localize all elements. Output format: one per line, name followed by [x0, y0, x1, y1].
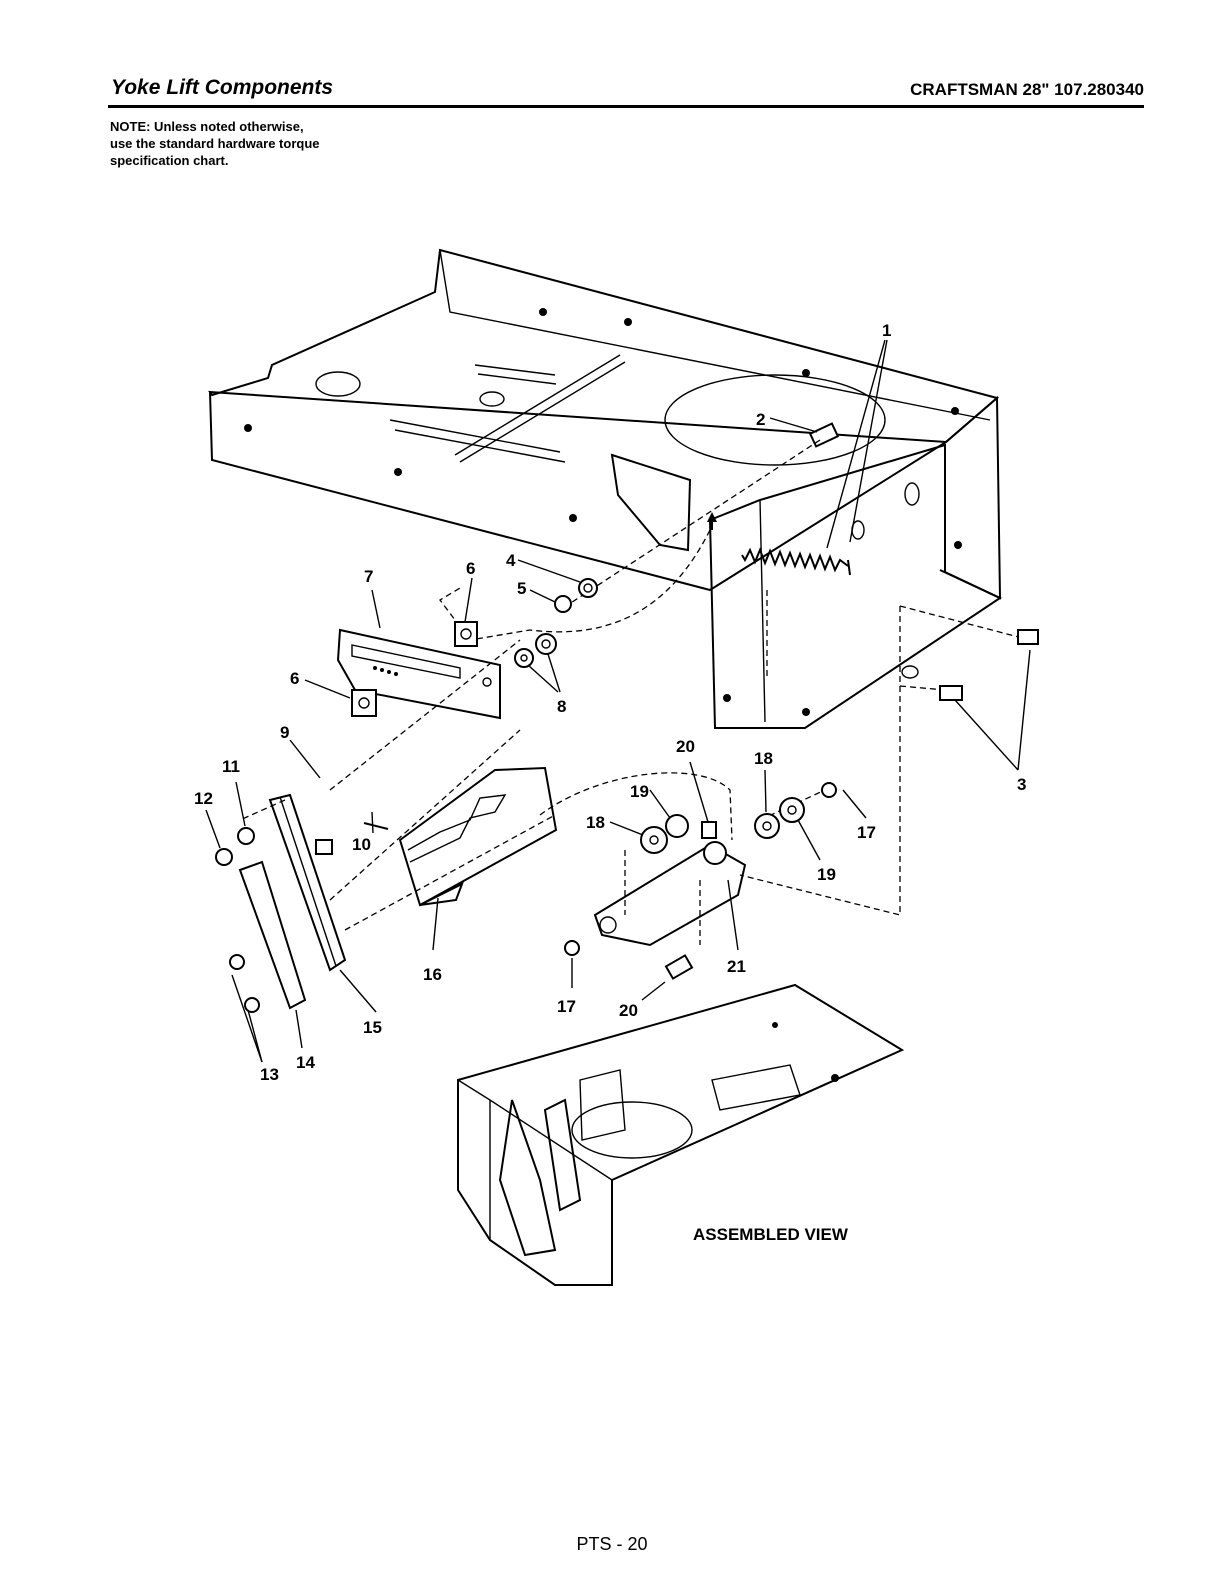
bolt-part-2 — [808, 422, 840, 448]
frame-slot-1 — [389, 419, 566, 463]
nut-part-17b — [564, 940, 580, 956]
nut-part-17a — [821, 782, 837, 798]
callout-14: 14 — [296, 1053, 315, 1072]
bolt-part-3b — [939, 685, 963, 701]
callout-numbers: 1 2 3 4 5 6 6 7 8 9 10 11 12 13 14 15 16… — [194, 321, 1026, 1084]
plate-part-7 — [336, 628, 501, 720]
model-number: CRAFTSMAN 28" 107.280340 — [910, 80, 1144, 99]
note-line-1: NOTE: Unless noted otherwise, — [110, 119, 304, 134]
callout-7: 7 — [364, 567, 373, 586]
bracket-part-15 — [268, 793, 347, 972]
washer-part-19b — [779, 797, 805, 823]
leader-lines — [205, 339, 1031, 1063]
callout-17-bottom: 17 — [557, 997, 576, 1016]
callout-12: 12 — [194, 789, 213, 808]
page-number: PTS - 20 — [576, 1534, 648, 1554]
guide-part-16 — [398, 766, 558, 907]
callout-9: 9 — [280, 723, 289, 742]
callout-19-left: 19 — [630, 782, 649, 801]
callout-13: 13 — [260, 1065, 279, 1084]
bolt-part-20a — [701, 821, 717, 839]
callout-21: 21 — [727, 957, 746, 976]
callout-3: 3 — [1017, 775, 1026, 794]
callout-1: 1 — [882, 321, 891, 340]
frame-hole-mid — [479, 391, 505, 407]
washer-part-18b — [754, 813, 780, 839]
callout-2: 2 — [756, 410, 765, 429]
callout-6-upper: 6 — [466, 559, 475, 578]
callout-18-right: 18 — [754, 749, 773, 768]
frame-hole-left — [315, 371, 361, 397]
frame-front-face — [209, 391, 947, 592]
callout-4: 4 — [506, 551, 516, 570]
bracket-fold — [759, 499, 766, 723]
spring-part-1 — [741, 547, 851, 576]
frame-assembly — [208, 248, 1003, 729]
bolt-part-13a — [229, 954, 245, 970]
page-title: Yoke Lift Components — [111, 76, 334, 99]
callout-17-right: 17 — [857, 823, 876, 842]
nut-part-5 — [554, 595, 572, 613]
torque-note: NOTE: Unless noted otherwise, use the st… — [110, 118, 320, 169]
bolt-part-20b — [664, 954, 694, 980]
bolt-part-13b — [244, 997, 260, 1013]
frame-slot-2 — [474, 364, 557, 385]
callout-18-left: 18 — [586, 813, 605, 832]
washer-part-8b — [535, 633, 557, 655]
frame-side-bracket — [708, 443, 1003, 729]
clip-nut-part-6b — [351, 689, 377, 717]
callout-20-bottom: 20 — [619, 1001, 638, 1020]
assembled-view-label: ASSEMBLED VIEW — [693, 1225, 849, 1244]
callout-19-right: 19 — [817, 865, 836, 884]
nut-part-11 — [237, 827, 255, 845]
callout-11: 11 — [222, 757, 240, 776]
assembled-view-drawing — [457, 983, 905, 1286]
washer-part-19a — [665, 814, 689, 838]
note-line-3: specification chart. — [110, 153, 229, 168]
washer-part-4 — [578, 578, 598, 598]
callout-10: 10 — [352, 835, 371, 854]
note-line-2: use the standard hardware torque — [110, 136, 320, 151]
callout-6-lower: 6 — [290, 669, 299, 688]
frame-right-face — [939, 395, 1002, 600]
frame-round-opening — [664, 374, 886, 466]
washer-part-8a — [514, 648, 534, 668]
nut-part-12 — [215, 848, 233, 866]
washer-part-18a — [640, 826, 668, 854]
frame-small-plate — [610, 453, 692, 552]
callout-20-top: 20 — [676, 737, 695, 756]
clip-nut-part-6a — [454, 621, 478, 647]
frame-rear-rail — [439, 249, 991, 421]
frame-rail-channel — [454, 354, 626, 463]
stud-part-9 — [315, 839, 333, 855]
header-rule — [108, 105, 1144, 108]
strip-part-14 — [238, 860, 307, 1010]
callout-5: 5 — [517, 579, 526, 598]
callout-8: 8 — [557, 697, 566, 716]
page-header: Yoke Lift Components CRAFTSMAN 28" 107.2… — [108, 74, 1144, 108]
callout-15: 15 — [363, 1018, 382, 1037]
callout-16: 16 — [423, 965, 442, 984]
assembly-lines — [239, 439, 1031, 945]
frame-top-plate — [208, 248, 1000, 444]
spring-coil — [741, 547, 849, 573]
pin-part-10 — [363, 822, 389, 830]
bolt-part-3a — [1017, 629, 1039, 645]
